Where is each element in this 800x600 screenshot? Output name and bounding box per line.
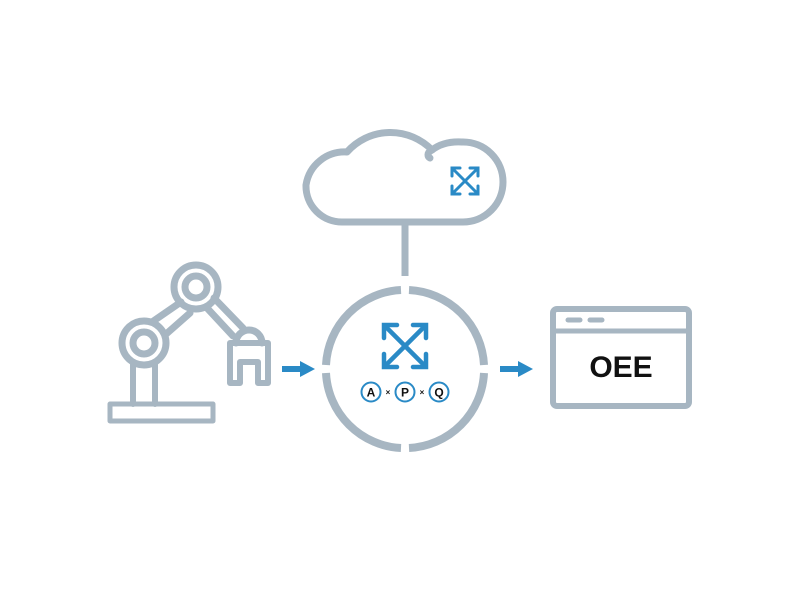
arrow-right-icon <box>500 361 533 377</box>
formula-q: Q <box>434 386 443 400</box>
robot-arm-icon <box>107 261 271 424</box>
formula-p: P <box>401 386 409 400</box>
analytics-hub-circle <box>322 286 488 452</box>
formula-op-2: × <box>420 388 425 397</box>
hub-expand-arrows-icon <box>381 322 429 370</box>
formula-a: A <box>367 386 376 400</box>
oee-label: OEE <box>589 351 652 384</box>
formula-op-1: × <box>386 388 391 397</box>
browser-window-icon: OEE <box>550 306 692 409</box>
cloud-icon <box>302 128 507 226</box>
cloud-expand-arrows-icon <box>450 166 480 196</box>
oee-formula: A × P × Q <box>360 381 450 403</box>
arrow-right-icon <box>282 361 315 377</box>
